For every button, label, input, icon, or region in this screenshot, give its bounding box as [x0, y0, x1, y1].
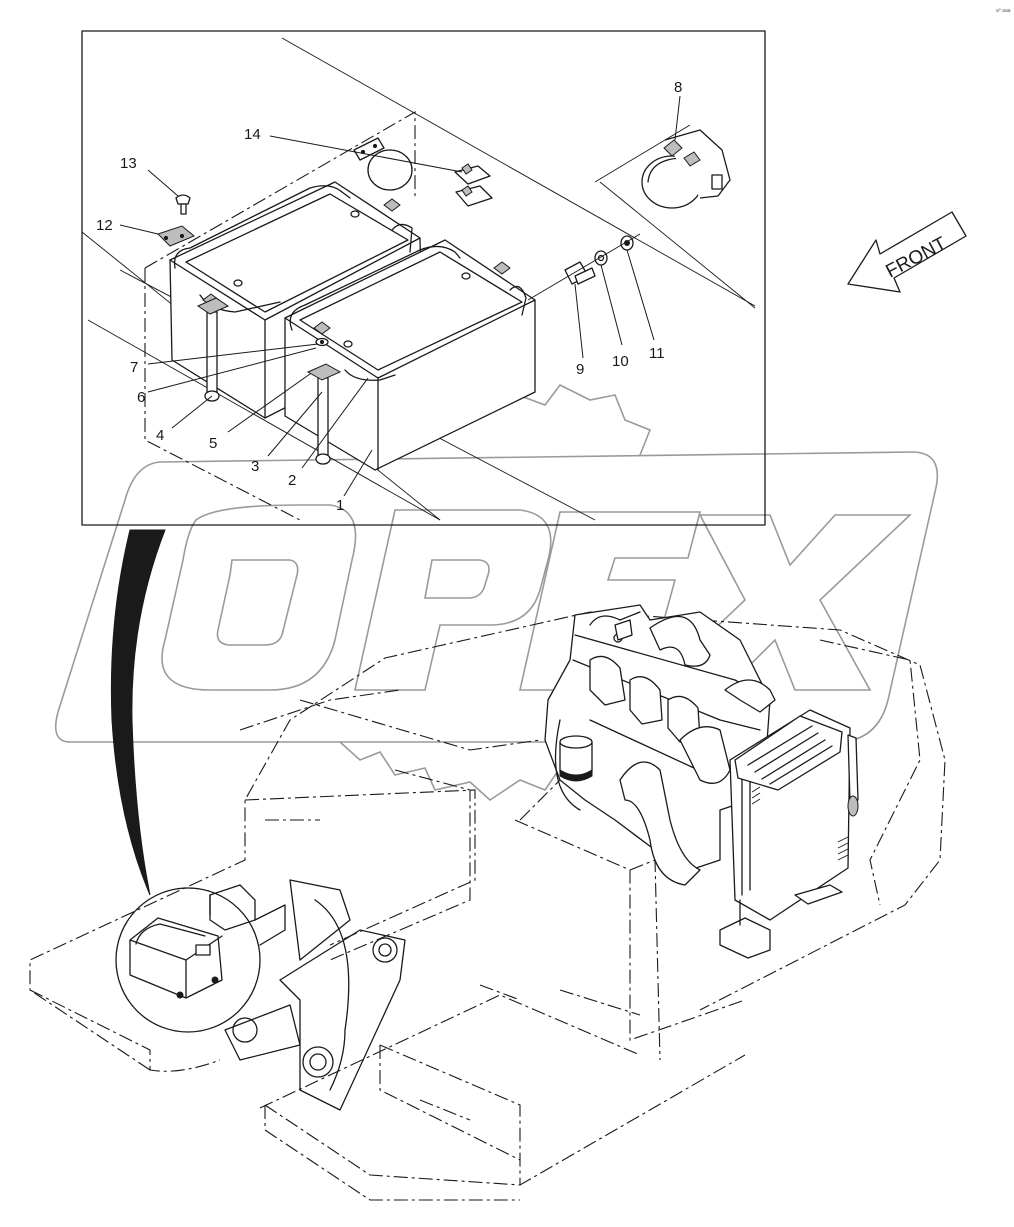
callout-7: 7 — [130, 359, 138, 376]
detail-pointer — [110, 529, 166, 896]
corner-mark: a⁰ aaa — [996, 8, 1011, 14]
callout-5: 5 — [209, 435, 217, 452]
callout-8: 8 — [674, 79, 682, 96]
callout-1: 1 — [336, 497, 344, 514]
callout-13: 13 — [120, 155, 137, 172]
callout-3: 3 — [251, 458, 259, 475]
callout-14: 14 — [244, 126, 261, 143]
front-direction-arrow: FRONT — [847, 211, 967, 293]
detail-frame — [81, 30, 766, 526]
callout-2: 2 — [288, 472, 296, 489]
callout-11: 11 — [649, 345, 665, 362]
callout-6: 6 — [137, 389, 145, 406]
callout-10: 10 — [612, 353, 629, 370]
callout-9: 9 — [576, 361, 584, 378]
callout-12: 12 — [96, 217, 113, 234]
detail-view — [81, 37, 756, 521]
callout-labels: 1 2 3 4 5 6 7 8 9 10 11 12 13 14 — [96, 79, 682, 514]
machine-assembly — [29, 604, 946, 1201]
callout-4: 4 — [156, 427, 164, 444]
